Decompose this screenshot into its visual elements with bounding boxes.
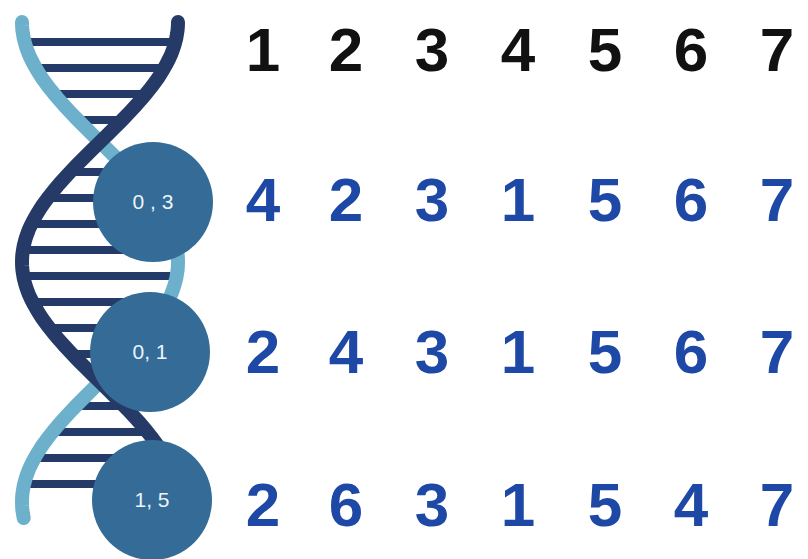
permutation-number: 4 bbox=[674, 474, 708, 536]
permutation-number: 7 bbox=[760, 474, 794, 536]
permutation-number: 3 bbox=[415, 169, 449, 231]
swap-circle: 0, 1 bbox=[90, 292, 210, 412]
helix-rung bbox=[54, 90, 146, 98]
permutation-number: 6 bbox=[674, 169, 708, 231]
permutation-number: 4 bbox=[246, 169, 280, 231]
permutation-number: 6 bbox=[674, 321, 708, 383]
permutation-number: 3 bbox=[415, 321, 449, 383]
swap-circle: 1, 5 bbox=[92, 440, 212, 559]
permutation-number: 1 bbox=[501, 169, 535, 231]
position-number: 6 bbox=[674, 19, 708, 81]
permutation-number: 2 bbox=[329, 169, 363, 231]
permutation-number: 7 bbox=[760, 321, 794, 383]
permutation-number: 2 bbox=[246, 321, 280, 383]
position-number: 7 bbox=[760, 19, 794, 81]
permutation-number: 5 bbox=[588, 474, 622, 536]
permutation-number: 2 bbox=[246, 474, 280, 536]
swap-indices: 1, 5 bbox=[134, 488, 169, 512]
permutation-number: 3 bbox=[415, 474, 449, 536]
permutation-number: 1 bbox=[501, 474, 535, 536]
permutation-number: 1 bbox=[501, 321, 535, 383]
position-number: 2 bbox=[329, 19, 363, 81]
helix-rung bbox=[23, 272, 176, 280]
swap-indices: 0, 1 bbox=[132, 340, 167, 364]
position-number: 1 bbox=[246, 19, 280, 81]
position-number: 4 bbox=[501, 19, 535, 81]
permutation-number: 5 bbox=[588, 321, 622, 383]
helix-rung bbox=[25, 38, 176, 46]
swap-circle: 0 , 3 bbox=[93, 142, 213, 262]
permutation-number: 4 bbox=[329, 321, 363, 383]
helix-rung bbox=[36, 64, 165, 72]
permutation-number: 6 bbox=[329, 474, 363, 536]
position-number: 3 bbox=[415, 19, 449, 81]
permutation-number: 7 bbox=[760, 169, 794, 231]
swap-indices: 0 , 3 bbox=[133, 190, 174, 214]
position-number: 5 bbox=[588, 19, 622, 81]
helix-rung bbox=[53, 428, 148, 436]
permutation-number: 5 bbox=[588, 169, 622, 231]
